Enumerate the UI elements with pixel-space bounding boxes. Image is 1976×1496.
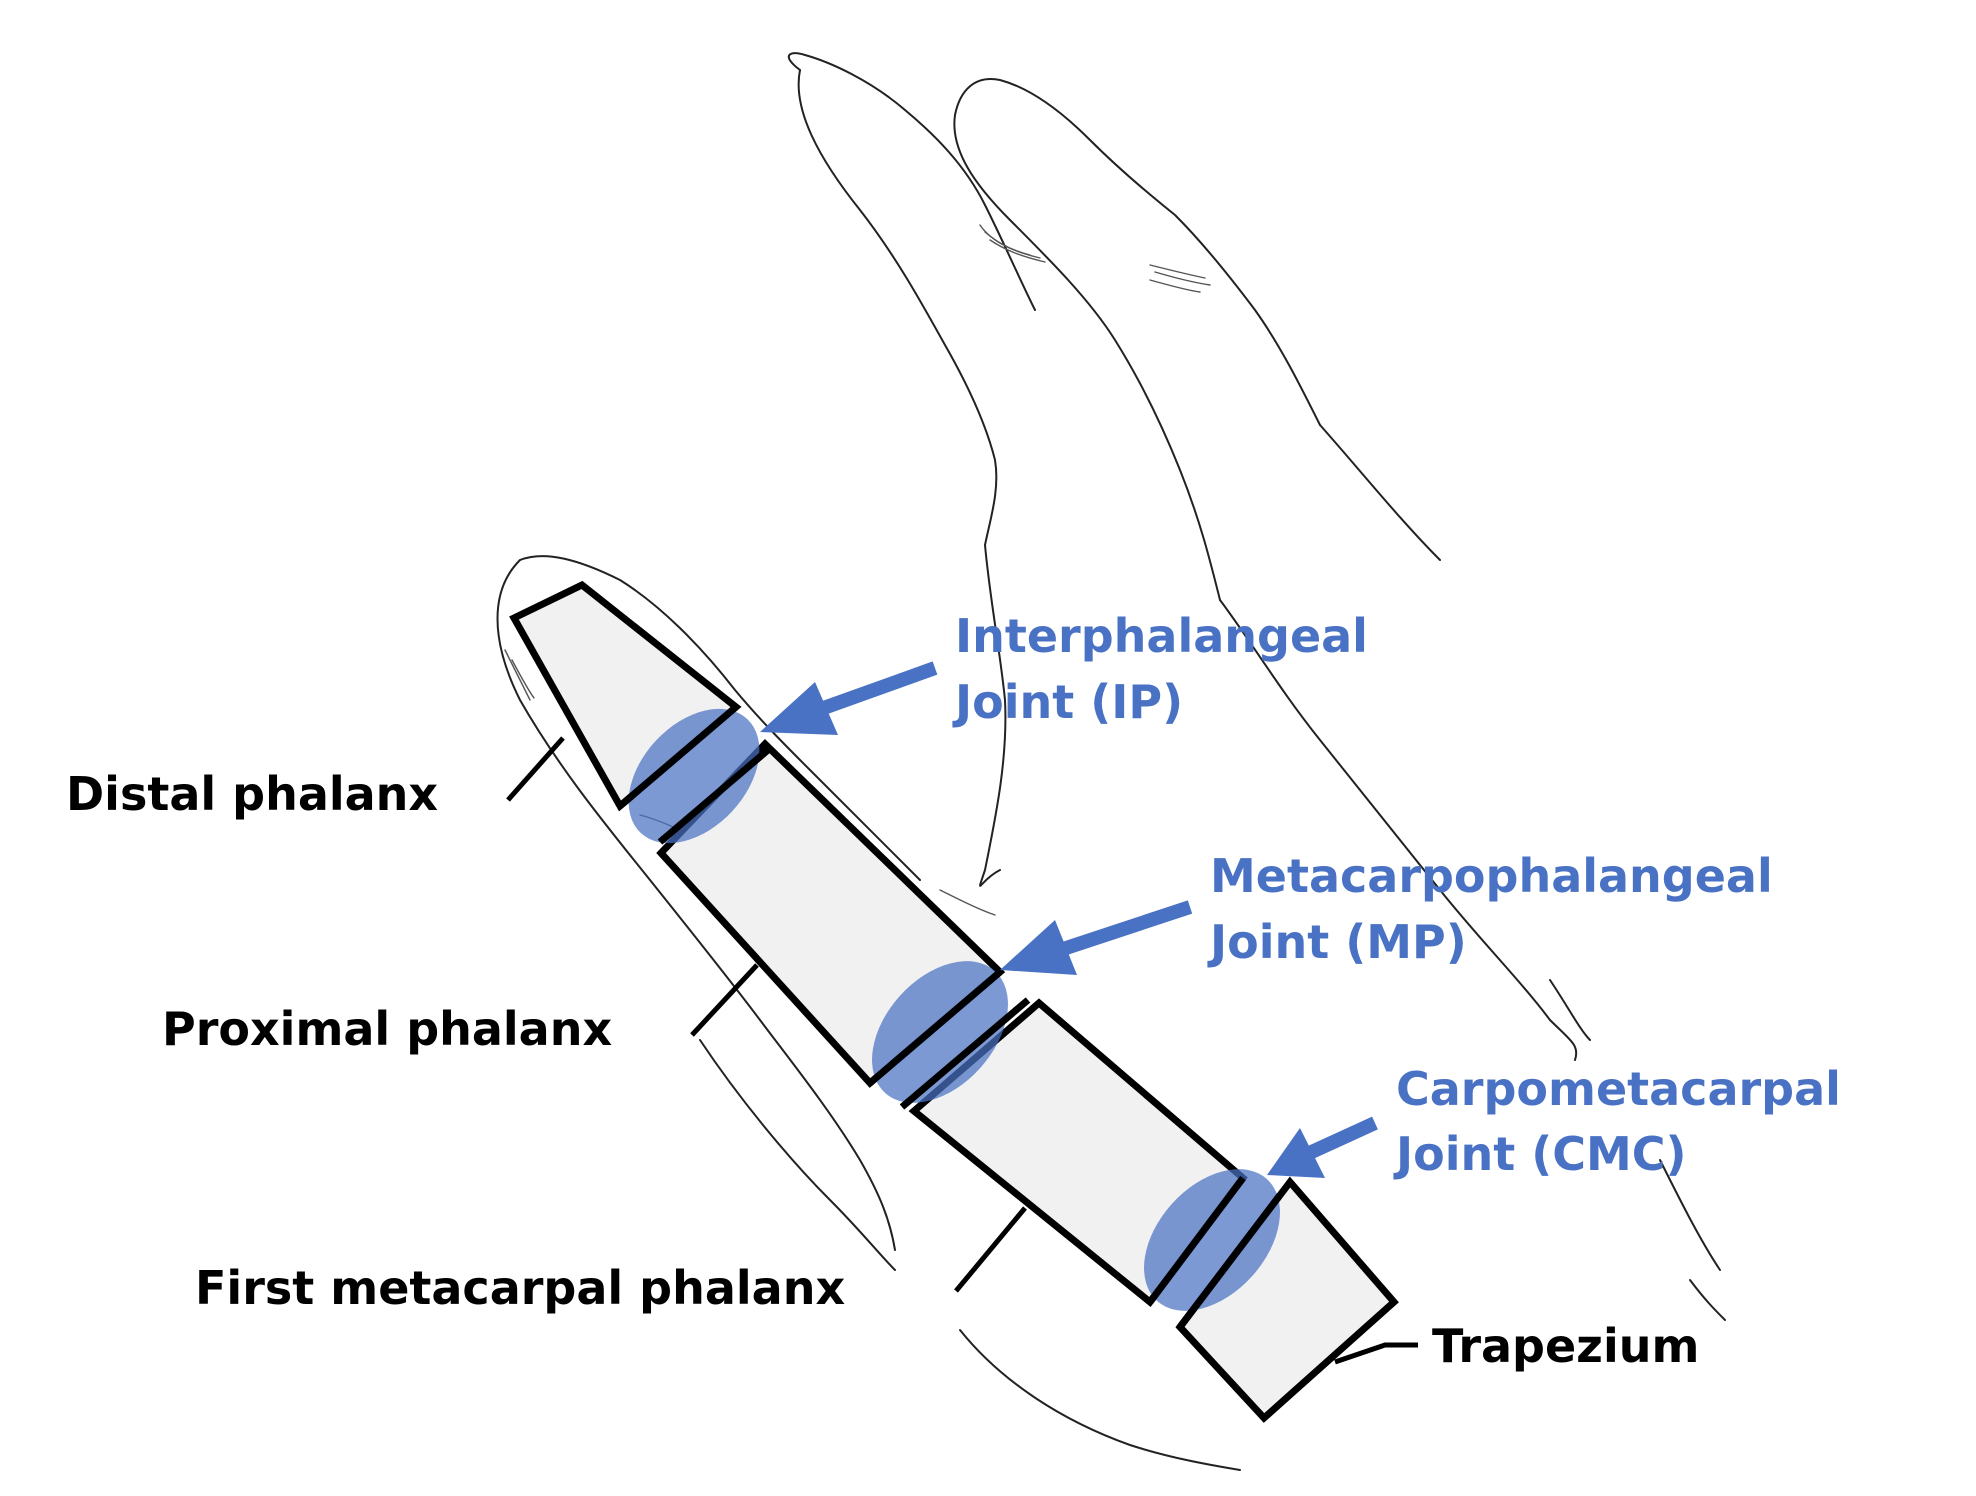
mp-arrow bbox=[1000, 900, 1193, 975]
proximal-leader-line bbox=[690, 963, 759, 1037]
ip-arrow bbox=[760, 661, 938, 735]
mp-joint-label-line1: Metacarpophalangeal bbox=[1210, 849, 1773, 903]
metacarpal-leader-line bbox=[954, 1206, 1027, 1293]
joint-labels: Interphalangeal Joint (IP) Metacarpophal… bbox=[952, 609, 1841, 1181]
first-metacarpal-label: First metacarpal phalanx bbox=[195, 1261, 845, 1315]
distal-phalanx-label: Distal phalanx bbox=[66, 767, 438, 821]
ip-joint-label-line1: Interphalangeal bbox=[955, 609, 1368, 663]
distal-leader-line bbox=[506, 736, 565, 802]
ip-joint-label-line2: Joint (IP) bbox=[952, 675, 1183, 729]
joint-highlights bbox=[617, 704, 1283, 1330]
joint-arrows bbox=[760, 661, 1378, 1178]
bone-leader-lines bbox=[506, 736, 1418, 1365]
trapezium-leader-line bbox=[1334, 1342, 1418, 1365]
cmc-joint-highlight bbox=[1144, 1169, 1280, 1311]
proximal-phalanx-label: Proximal phalanx bbox=[162, 1002, 612, 1056]
bone-labels: Distal phalanx Proximal phalanx First me… bbox=[66, 767, 1699, 1373]
mp-joint-label-line2: Joint (MP) bbox=[1207, 915, 1467, 969]
ip-joint-highlight bbox=[628, 708, 760, 844]
trapezium-label: Trapezium bbox=[1432, 1319, 1699, 1373]
cmc-arrow bbox=[1267, 1116, 1378, 1178]
cmc-joint-label-line2: Joint (CMC) bbox=[1393, 1127, 1687, 1181]
cmc-joint-label-line1: Carpometacarpal bbox=[1396, 1062, 1841, 1116]
